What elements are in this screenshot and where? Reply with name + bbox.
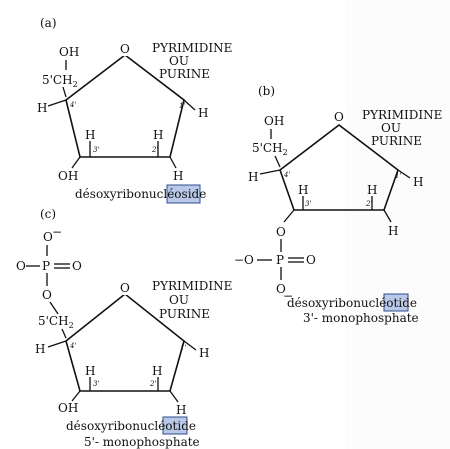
panel-a-h4: H (37, 101, 47, 115)
panel-c-ring-oxygen: O (120, 281, 130, 295)
panel-a-base-3: PURINE (159, 67, 210, 81)
panel-b-pos-3: 3' (305, 200, 311, 208)
panel-a-bond-c3-oh (71, 156, 81, 169)
panel-b-phos-p: P (276, 253, 284, 267)
panel-c-base-3: PURINE (159, 307, 210, 321)
panel-c-name-sub: 5'- monophosphate (84, 435, 200, 449)
panel-c-bond-olink-ch2 (49, 301, 59, 315)
panel-c-ch2: 5'CH2 (38, 314, 74, 330)
panel-a-bond-c1-h (183, 99, 196, 111)
panel-a-oh3: OH (58, 169, 78, 183)
panel-a-bond-ch2-c4 (62, 86, 67, 98)
panel-c-name-highlight (162, 416, 188, 435)
panel-b-h4: H (248, 170, 258, 184)
panel-c-oh3: OH (58, 401, 78, 415)
panel-b: (b) OH 5'CH2 O PYRIMIDINE OU PURINE H H … (234, 84, 442, 325)
panel-b-bond-c4-h (259, 169, 281, 175)
panel-b-h3: H (298, 183, 308, 197)
panel-b-oh5: OH (264, 114, 284, 128)
panel-b-ring-oxygen: O (334, 110, 344, 124)
panel-a-oh5: OH (59, 45, 79, 59)
panel-b-name-highlight (383, 293, 409, 312)
panel-a-pos-3: 3' (93, 146, 99, 154)
panel-c-phos-p: P (42, 259, 50, 273)
panel-c-name: désoxyribonucléotide (66, 419, 196, 433)
panel-a-bond-c4-h (47, 99, 67, 107)
panel-b-o3: O (276, 225, 286, 239)
panel-b-pos-1: 1' (395, 172, 401, 180)
panel-b-h2b: H (388, 224, 398, 238)
panel-b-base-1: PYRIMIDINE (362, 108, 442, 122)
panel-b-phos-ominus: −O (234, 253, 254, 267)
panel-a-base-1: PYRIMIDINE (152, 41, 232, 55)
panel-c-bond-c1-h (183, 340, 197, 351)
panel-b-base-2: OU (381, 121, 401, 135)
panel-a-pos-2: 2' (151, 146, 158, 154)
panel-b-bond-ch2-c4 (274, 155, 281, 168)
panel-a-h1: H (198, 106, 208, 120)
panel-c-pos-4: 4' (69, 342, 76, 350)
panel-b-phos-ob: O (276, 282, 286, 296)
panel-a-ring-oxygen: O (120, 42, 130, 56)
panel-b-ring (279, 123, 399, 211)
panel-b-h1: H (413, 175, 423, 189)
panel-a-name: désoxyribonucléoside (75, 187, 206, 201)
panel-c-phos-o: O (72, 259, 82, 273)
panel-a-base-2: OU (169, 54, 189, 68)
panel-b-pos-4: 4' (283, 171, 290, 179)
panel-a-ring (65, 53, 185, 158)
panel-c-h3: H (85, 364, 95, 378)
panel-a: (a) OH 5'CH2 O PYRIMIDINE OU PURINE H H … (37, 16, 232, 204)
panel-b-bond-c3-o (283, 209, 295, 223)
panel-b-pos-2: 2' (365, 200, 372, 208)
panel-b-h2: H (367, 183, 377, 197)
panel-c-bond-c4-h (47, 340, 67, 348)
panel-b-bond-c1-h (397, 169, 411, 179)
panel-c: (c) O − O P O O 5'CH2 O PYRIMIDINE OU PU… (16, 207, 232, 449)
panel-c-pos-1: 1' (180, 344, 186, 352)
panel-b-name-sub: 3'- monophosphate (303, 311, 419, 325)
panel-a-name-highlight (166, 184, 201, 204)
panel-a-pos-4: 4' (69, 101, 76, 109)
panel-c-minus-top: − (52, 225, 62, 239)
panel-c-bond-c3-oh (71, 390, 81, 402)
panel-c-h1: H (199, 346, 209, 360)
panel-b-base-3: PURINE (371, 134, 422, 148)
panel-c-base-1: PYRIMIDINE (152, 279, 232, 293)
panel-b-tag: (b) (258, 84, 275, 98)
panel-b-name: désoxyribonucléotide (287, 296, 417, 310)
panel-a-ch2: 5'CH2 (42, 73, 78, 89)
panel-b-phos-minus: − (283, 289, 293, 303)
panel-c-h4: H (35, 342, 45, 356)
panel-a-bond-c2-h2 (169, 156, 177, 169)
panel-a-pos-1: 1' (179, 102, 185, 110)
panel-c-base-2: OU (169, 293, 189, 307)
panel-b-bond-c2-h2 (383, 209, 392, 223)
panel-c-bond-c2-h2 (169, 390, 179, 403)
panel-c-bond-ch2-c4 (61, 328, 67, 339)
background-page-texture (345, 0, 450, 449)
panel-c-h2: H (152, 364, 162, 378)
panel-c-o-link: O (42, 288, 52, 302)
panel-a-tag: (a) (40, 16, 57, 30)
panel-c-tag: (c) (40, 207, 56, 221)
panel-a-h3: H (85, 128, 95, 142)
panel-b-phos-o: O (306, 253, 316, 267)
panel-c-pos-3: 3' (93, 380, 99, 388)
panel-c-o-left: O (16, 259, 26, 273)
panel-c-ring (65, 292, 185, 392)
panel-a-h2b: H (173, 169, 183, 183)
panel-a-h2: H (153, 128, 163, 142)
panel-b-ch2: 5'CH2 (252, 141, 288, 157)
panel-c-pos-2: 2' (149, 380, 156, 388)
panel-c-h2b: H (176, 403, 186, 417)
panel-c-o-top: O (43, 230, 53, 244)
